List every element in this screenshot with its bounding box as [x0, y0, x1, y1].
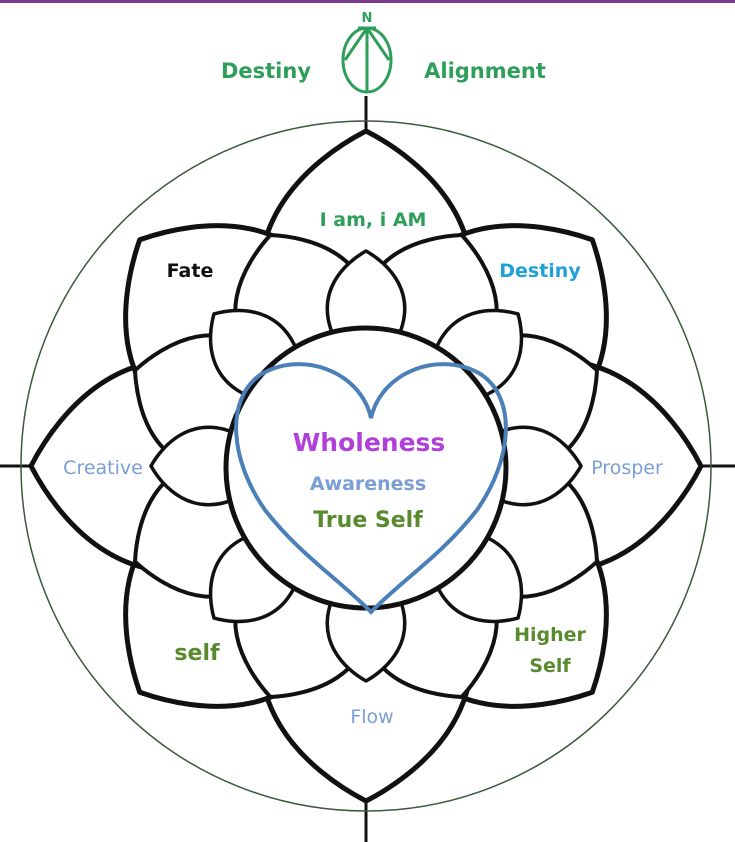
center-label-wholeness: Wholeness [293, 428, 446, 457]
compass-icon: N [343, 11, 391, 92]
north-label: N [362, 11, 373, 26]
petal-label-left: Creative [63, 457, 143, 479]
center-label-awareness: Awareness [310, 473, 426, 495]
petal-label-bottom-left: self [174, 641, 220, 666]
center-label-true-self: True Self [313, 508, 423, 533]
petal-label-bottom-right-2: Self [529, 655, 571, 677]
compass-right-label: Alignment [424, 59, 546, 83]
petal-label-bottom-right-1: Higher [514, 624, 586, 646]
petal-label-top-left: Fate [167, 260, 214, 282]
petal-label-top-right: Destiny [499, 260, 581, 282]
petal-label-top: I am, i AM [320, 209, 427, 231]
petal-label-right: Prosper [591, 457, 663, 479]
compass-left-label: Destiny [221, 59, 311, 83]
petal-label-bottom: Flow [350, 706, 393, 728]
